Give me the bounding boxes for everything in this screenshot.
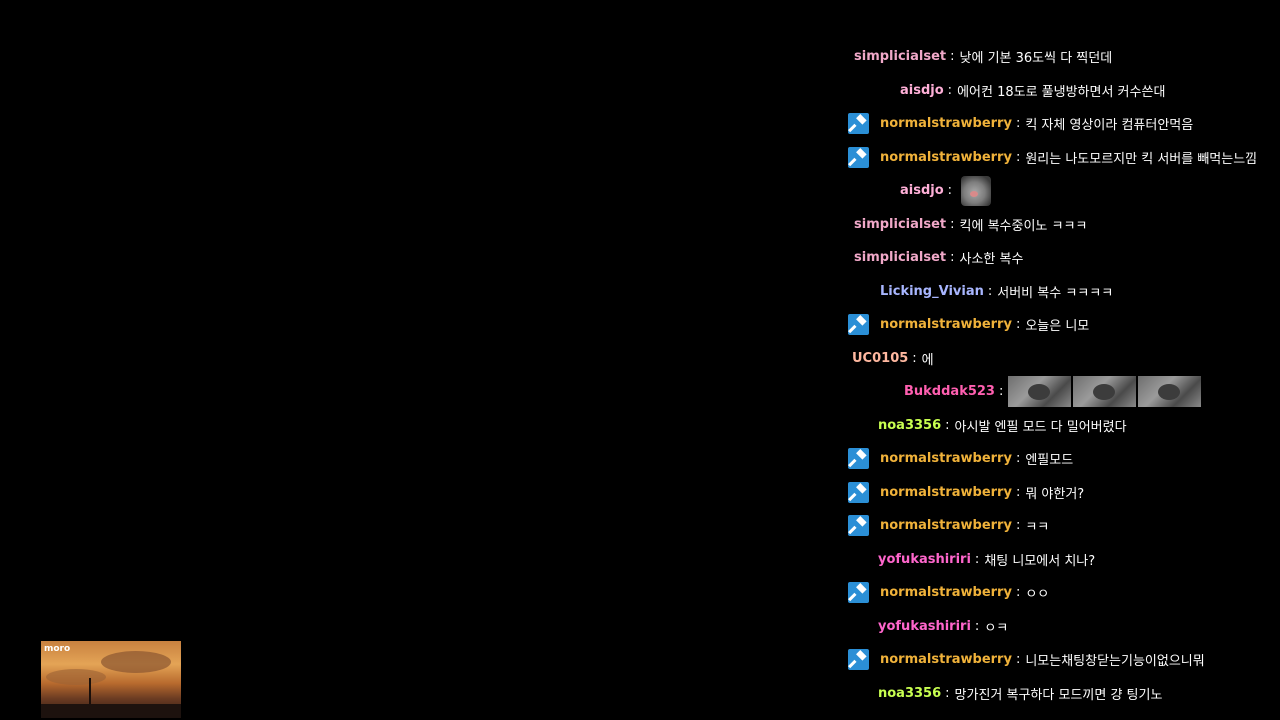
moderator-hammer-icon <box>848 448 869 469</box>
chat-text: 에 <box>921 352 934 368</box>
chat-username[interactable]: simplicialset <box>854 216 947 232</box>
thumbnail-logo: moro <box>44 644 71 654</box>
chat-username[interactable]: simplicialset <box>854 250 947 265</box>
chat-username[interactable]: Licking_Vivian <box>880 283 984 299</box>
chat-text: 낮에 기본 36도씩 다 찍던데 <box>959 51 1113 66</box>
chat-username[interactable]: simplicialset <box>854 49 947 64</box>
chat-username[interactable]: normalstrawberry <box>880 652 1012 667</box>
chat-username[interactable]: normalstrawberry <box>880 484 1012 500</box>
moderator-hammer-icon <box>848 582 869 603</box>
chat-username[interactable]: normalstrawberry <box>880 518 1012 533</box>
chat-separator: : <box>950 216 955 232</box>
chat-message: yofukashiriri:ㅇㅋ <box>846 610 1276 643</box>
chat-separator: : <box>1015 585 1021 600</box>
chat-separator: : <box>950 49 955 64</box>
chat-message: normalstrawberry: ㅇㅇ <box>846 576 1276 609</box>
chat-separator: : <box>1015 518 1021 533</box>
gif-emote-icon <box>1073 376 1137 407</box>
chat-message: normalstrawberry:뭐 야한거? <box>846 476 1276 509</box>
chat-separator: : <box>1015 451 1021 466</box>
chat-text: 뭐 야한거? <box>1025 486 1085 502</box>
chat-message: aisdjo:에어컨 18도로 풀냉방하면서 커수쓴대 <box>846 74 1276 107</box>
chat-username[interactable]: normalstrawberry <box>880 116 1012 131</box>
chat-separator: : <box>1015 149 1021 165</box>
chat-separator: : <box>945 417 950 433</box>
chat-separator: : <box>974 618 980 634</box>
chat-message: simplicialset: 사소한 복수 <box>846 241 1276 274</box>
chat-text: 오늘은 니모 <box>1025 319 1090 334</box>
chat-username[interactable]: aisdjo <box>900 183 944 198</box>
chat-separator: : <box>974 551 980 567</box>
moderator-hammer-icon <box>848 113 869 134</box>
chat-message: normalstrawberry: 엔필모드 <box>846 442 1276 475</box>
moderator-hammer-icon <box>848 481 869 503</box>
chat-message: UC0105:에 <box>846 342 1276 375</box>
chat-username[interactable]: noa3356 <box>878 685 942 701</box>
chat-text: 니모는채팅창닫는기능이없으니뭐 <box>1025 654 1205 669</box>
chat-username[interactable]: normalstrawberry <box>880 317 1012 332</box>
chat-text: 아시발 엔필 모드 다 밀어버렸다 <box>954 419 1127 435</box>
chat-separator: : <box>912 350 917 366</box>
chat-message: normalstrawberry: 오늘은 니모 <box>846 308 1276 341</box>
chat-text: 킥 자체 영상이라 컴퓨터안먹음 <box>1025 118 1194 133</box>
chat-username[interactable]: yofukashiriri <box>878 618 971 634</box>
chat-username[interactable]: yofukashiriri <box>878 551 971 567</box>
chat-message: Bukddak523: <box>846 375 1276 408</box>
chat-message: yofukashiriri:채팅 니모에서 치나? <box>846 543 1276 576</box>
chat-message: simplicialset:킥에 복수중이노 ㅋㅋㅋ <box>846 208 1276 241</box>
dog-emote-icon <box>961 175 992 206</box>
chat-username[interactable]: normalstrawberry <box>880 149 1012 165</box>
chat-separator: : <box>1015 317 1021 332</box>
gif-emote-icon <box>1138 376 1202 407</box>
chat-text: ㅇㅇ <box>1025 587 1050 602</box>
chat-message: noa3356:아시발 엔필 모드 다 밀어버렸다 <box>846 409 1276 442</box>
chat-message: noa3356:망가진거 복구하다 모드끼면 걍 팅기노 <box>846 677 1276 710</box>
stream-thumbnail: moro <box>41 641 181 718</box>
chat-username[interactable]: normalstrawberry <box>880 585 1012 600</box>
chat-separator: : <box>950 250 955 265</box>
chat-text: ㅇㅋ <box>984 620 1009 636</box>
moderator-hammer-icon <box>848 314 869 335</box>
chat-text: 원리는 나도모르지만 킥 서버를 빼먹는느낌 <box>1025 151 1258 167</box>
chat-message: normalstrawberry: ㅋㅋ <box>846 509 1276 542</box>
chat-text: 서버비 복수 ㅋㅋㅋㅋ <box>997 285 1114 301</box>
chat-separator: : <box>987 283 993 299</box>
chat-separator: : <box>1015 484 1021 500</box>
chat-username[interactable]: UC0105 <box>852 350 909 366</box>
chat-username[interactable]: Bukddak523 <box>904 384 995 399</box>
chat-separator: : <box>1015 116 1021 131</box>
chat-text: 채팅 니모에서 치나? <box>984 553 1096 569</box>
chat-message: aisdjo: <box>846 174 1276 207</box>
moderator-hammer-icon <box>848 146 869 168</box>
gif-emote-icon <box>1008 376 1072 407</box>
chat-text: ㅋㅋ <box>1025 520 1050 535</box>
chat-message: normalstrawberry: 니모는채팅창닫는기능이없으니뭐 <box>846 643 1276 676</box>
chat-text: 사소한 복수 <box>959 252 1024 267</box>
chat-separator: : <box>945 685 950 701</box>
chat-username[interactable]: aisdjo <box>900 82 944 98</box>
chat-text: 킥에 복수중이노 ㅋㅋㅋ <box>959 218 1088 234</box>
chat-message: simplicialset: 낮에 기본 36도씩 다 찍던데 <box>846 40 1276 73</box>
chat-message: normalstrawberry: 킥 자체 영상이라 컴퓨터안먹음 <box>846 107 1276 140</box>
chat-username[interactable]: normalstrawberry <box>880 451 1012 466</box>
chat-text: 엔필모드 <box>1025 453 1074 468</box>
chat-text: 망가진거 복구하다 모드끼면 걍 팅기노 <box>954 687 1163 703</box>
chat-text: 에어컨 18도로 풀냉방하면서 커수쓴대 <box>957 84 1166 100</box>
chat-username[interactable]: noa3356 <box>878 417 942 433</box>
chat-separator: : <box>1015 652 1021 667</box>
chat-message: normalstrawberry:원리는 나도모르지만 킥 서버를 빼먹는느낌 <box>846 141 1276 174</box>
moderator-hammer-icon <box>848 515 869 536</box>
chat-separator: : <box>947 183 953 198</box>
chat-message: Licking_Vivian:서버비 복수 ㅋㅋㅋㅋ <box>846 275 1276 308</box>
chat-separator: : <box>947 82 953 98</box>
chat-separator: : <box>998 384 1004 399</box>
moderator-hammer-icon <box>848 649 869 670</box>
